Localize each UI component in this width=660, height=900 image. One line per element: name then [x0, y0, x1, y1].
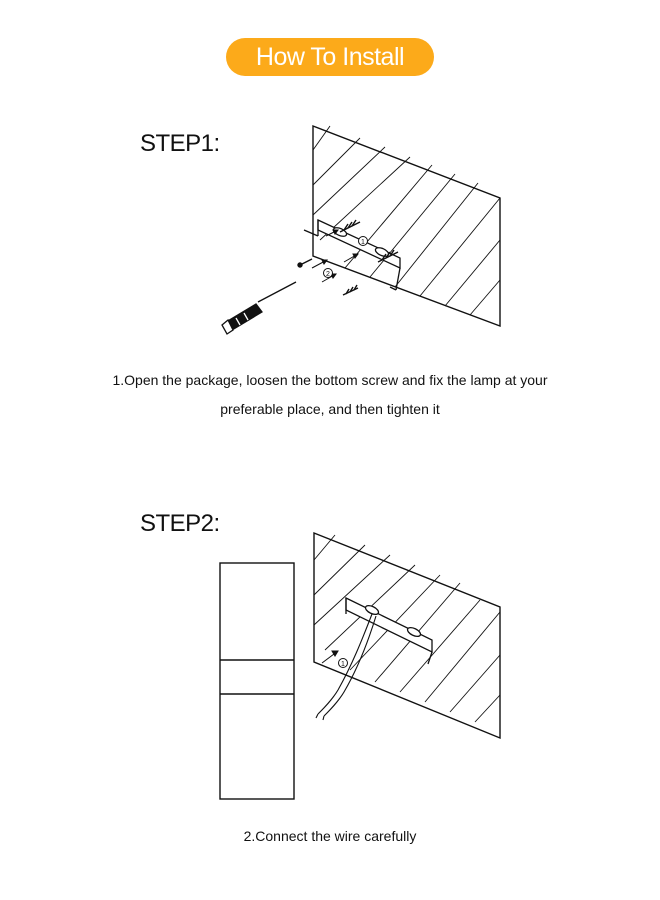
lamp-illustration [219, 562, 295, 800]
wall-illustration [312, 124, 501, 328]
direction-arrows [311, 229, 359, 283]
title-banner: How To Install [226, 38, 434, 76]
direction-arrow [321, 650, 339, 664]
step1-title: STEP1: [140, 130, 220, 157]
step1-callouts: 1 2 [323, 236, 368, 278]
step1-caption-line2: preferable place, and then tighten it [220, 401, 440, 417]
wire-illustration [315, 613, 377, 721]
callout-1: 1 [361, 239, 365, 246]
screwdriver-icon [221, 281, 297, 335]
mounting-bracket [345, 596, 433, 665]
step2-callouts: 1 [338, 658, 348, 668]
step2-title: STEP2: [140, 510, 220, 537]
page-title: How To Install [255, 42, 405, 71]
step1-caption-line1: 1.Open the package, loosen the bottom sc… [112, 372, 548, 388]
callout-2: 2 [326, 271, 330, 278]
step2-caption: 2.Connect the wire carefully [243, 828, 417, 844]
callout-1: 1 [341, 661, 345, 668]
screw-icon [297, 219, 399, 296]
